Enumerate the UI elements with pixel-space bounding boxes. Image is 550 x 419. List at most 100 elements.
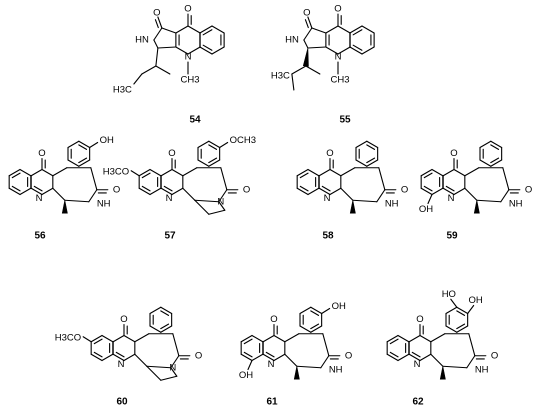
bond [419,353,432,362]
bond [329,168,342,177]
bond [155,65,171,75]
wedge-bond [473,199,480,214]
bond [411,351,421,358]
atom-label-ch3: CH3 [180,75,199,86]
bond [445,185,455,192]
bond [352,44,363,51]
atom-label-o: O [270,314,277,325]
atom-label-o: O [401,184,408,195]
atom-label-o: O [334,4,341,15]
bond [160,310,170,316]
bond [133,73,143,85]
bond [218,189,228,203]
bond [445,306,458,315]
bond [52,187,66,201]
bond [90,334,103,343]
compound-number: 61 [266,397,278,408]
bond [211,46,225,55]
bond [41,187,54,196]
bond [321,185,331,192]
bond [442,365,468,369]
bond [220,167,228,191]
bond [78,140,91,149]
bond [490,140,503,149]
atom-label-n: N [166,193,173,204]
atom-label-n: N [414,359,421,370]
bond [303,27,313,41]
bond [453,168,466,177]
atom-label-n: N [217,196,224,207]
bond [361,46,375,55]
bond [134,333,150,343]
atom-label-o: O [491,350,498,361]
bond [366,144,376,150]
wedge-bond [302,47,309,67]
bond [141,65,157,75]
bond [502,167,510,191]
wedge-bond [439,365,446,380]
compound-number: 58 [322,231,334,242]
bond [11,185,21,192]
bond [208,140,221,149]
bond [175,46,189,55]
bond [307,187,320,196]
bond [291,73,295,91]
bond [386,353,399,362]
bond [325,46,339,55]
bond [149,168,162,177]
bond [349,25,363,34]
bond [155,47,159,67]
atom-label-ch3: CH3 [330,75,349,86]
atom-label-nh: NH [97,198,111,209]
bond [8,168,21,177]
compound-number: 55 [339,115,351,126]
bond [197,159,210,167]
bond [247,359,253,371]
bond [90,167,98,191]
bond [123,334,136,343]
bond [490,144,500,150]
atom-label-o: O [120,314,127,325]
atom-label-h3co: H3CO [103,166,129,177]
wedge-bond [61,199,68,214]
bond [218,201,226,211]
bond [456,306,469,315]
bond [88,189,98,203]
bond [456,323,466,330]
atom-label-ho: HO [442,289,456,300]
bond [430,353,444,367]
bond [329,187,342,196]
bond [318,168,331,177]
bond [442,187,455,196]
bond [311,27,327,34]
bond [296,187,309,196]
bond [160,168,173,177]
bond [157,16,163,29]
bond [153,39,159,49]
bond [349,46,363,55]
bond [153,27,163,41]
bond [93,338,103,345]
bond [291,65,307,75]
bond [304,19,309,29]
bond [30,168,43,177]
bond [82,336,92,343]
bond [8,187,21,196]
atom-label-o: O [153,8,160,19]
bond [296,365,322,369]
bond [490,159,503,167]
bond [430,333,446,343]
atom-label-o: O [450,148,457,159]
bond [352,29,363,36]
bond [175,25,189,34]
bond [115,351,125,358]
bond [19,168,32,177]
bond [322,333,330,357]
atom-label-h3c: H3C [271,71,290,82]
